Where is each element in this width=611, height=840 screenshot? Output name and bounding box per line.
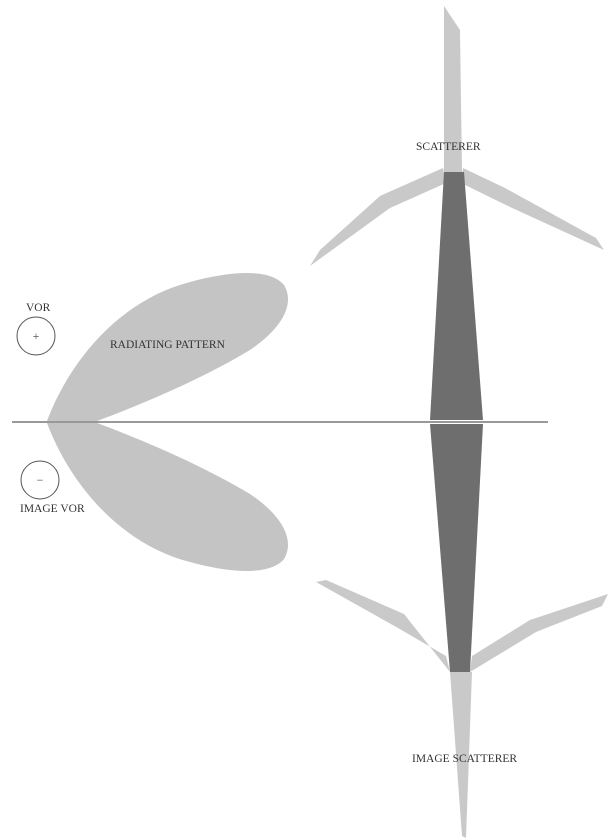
radiating-pattern-label: RADIATING PATTERN <box>110 339 226 351</box>
image-scatterer-left-arm <box>316 580 450 672</box>
vor-label: VOR <box>26 302 51 314</box>
scatterer-left-arm <box>310 168 446 266</box>
image-scatterer-right-arm <box>470 594 608 672</box>
vor-sign: + <box>33 329 40 343</box>
scatterer-right-arm <box>461 168 604 250</box>
image-scatterer-label: IMAGE SCATTERER <box>412 753 517 765</box>
scatterer-body <box>430 172 483 420</box>
image-vor-sign: − <box>37 473 44 487</box>
radiating-pattern-lower-lobe <box>47 423 288 571</box>
image-vor-label: IMAGE VOR <box>20 503 85 515</box>
image-scatterer-body <box>430 424 483 672</box>
scatterer-label: SCATTERER <box>416 141 481 153</box>
